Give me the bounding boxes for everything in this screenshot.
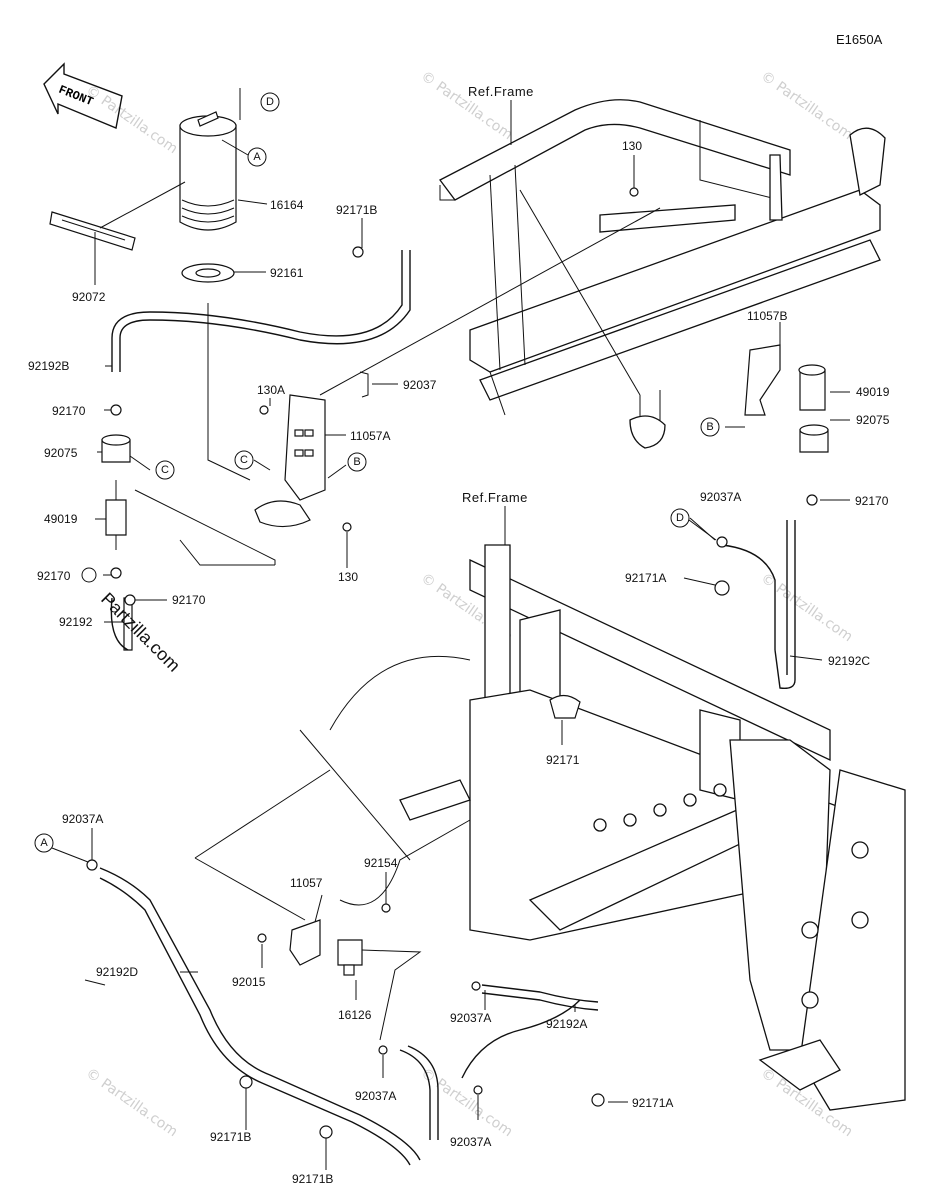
part-label-92171A-mid: 92171A [625,571,666,585]
callout-B-right-label: B [706,421,713,433]
part-label-92192A: 92192A [546,1017,587,1031]
part-label-92075-right: 92075 [856,413,890,427]
part-label-92037A-c3: 92037A [450,1135,491,1149]
part-label-92075-left: 92075 [44,446,78,460]
part-label-92037A-bl: 92037A [62,812,103,826]
callout-A-bottom-label: A [40,837,48,849]
copyright-icon [81,567,97,583]
part-label-130A: 130A [257,383,285,397]
upper-frame: Ref.Frame [439,84,886,449]
watermark: © Partzilla.com [758,570,856,645]
part-label-92037A-c1: 92037A [450,1011,491,1025]
part-label-49019-right: 49019 [856,385,890,399]
part-label-11057A: 11057A [350,429,390,443]
part-label-130-bottom: 130 [338,570,358,584]
callouts: D A C C B B D A [34,92,720,863]
part-label-92192C: 92192C [828,654,870,668]
callout-D-top-label: D [266,96,274,108]
callout-B-mid [347,452,367,472]
part-label-92015: 92015 [232,975,266,989]
part-label-92192: 92192 [59,615,93,629]
watermark: © Partzilla.com [758,68,856,143]
callout-B-mid-label: B [353,456,360,468]
part-label-11057B: 11057B [747,309,787,323]
diagram-code: E1650A [836,32,883,47]
part-label-92170-right: 92170 [855,494,889,508]
callout-D-top [260,92,280,112]
watermark: © Partzilla.com [418,68,516,143]
callout-C-mid-label: C [240,454,248,466]
part-label-92192B: 92192B [28,359,69,373]
part-label-92170-a: 92170 [52,404,86,418]
callout-B-right [700,417,720,437]
part-label-92171B-b2: 92171B [292,1172,333,1186]
part-label-92161: 92161 [270,266,304,280]
part-label-92192D: 92192D [96,965,138,979]
part-label-92037A-right: 92037A [700,490,741,504]
callout-C-left-label: C [161,464,169,476]
part-label-92171: 92171 [546,753,580,767]
bottom-hose-assembly [84,828,628,1170]
part-label-92037: 92037 [403,378,437,392]
part-label-49019-left: 49019 [44,512,78,526]
ref-frame-label-lower: Ref.Frame [462,490,528,505]
ref-frame-label-top: Ref.Frame [468,84,534,99]
watermark: © Partzilla.com [83,1065,181,1140]
watermark: © Partzilla.com [418,1065,516,1140]
callout-C-mid [234,450,254,470]
part-label-16164: 16164 [270,198,304,212]
part-label-92154: 92154 [364,856,398,870]
part-label-130-top: 130 [622,139,642,153]
callout-C-left [155,460,175,480]
part-label-92170-b: 92170 [37,569,71,583]
callout-D-right [670,508,690,528]
part-label-92171B-top: 92171B [336,203,377,217]
part-label-16126: 16126 [338,1008,372,1022]
part-label-92037A-c2: 92037A [355,1089,396,1103]
part-label-92171A-br: 92171A [632,1096,673,1110]
part-label-92170-c: 92170 [172,593,206,607]
canister-assembly [49,111,639,651]
part-label-11057: 11057 [290,876,323,890]
callout-A-bottom [34,833,54,853]
callout-A-top-label: A [253,151,261,163]
callout-D-right-label: D [676,512,684,524]
leader-lines [94,88,850,921]
part-label-92171B-b1: 92171B [210,1130,251,1144]
callout-A-top [247,147,267,167]
part-label-92072: 92072 [72,290,106,304]
right-filter-assembly [549,344,829,719]
lower-frame: Ref.Frame [299,490,906,1111]
